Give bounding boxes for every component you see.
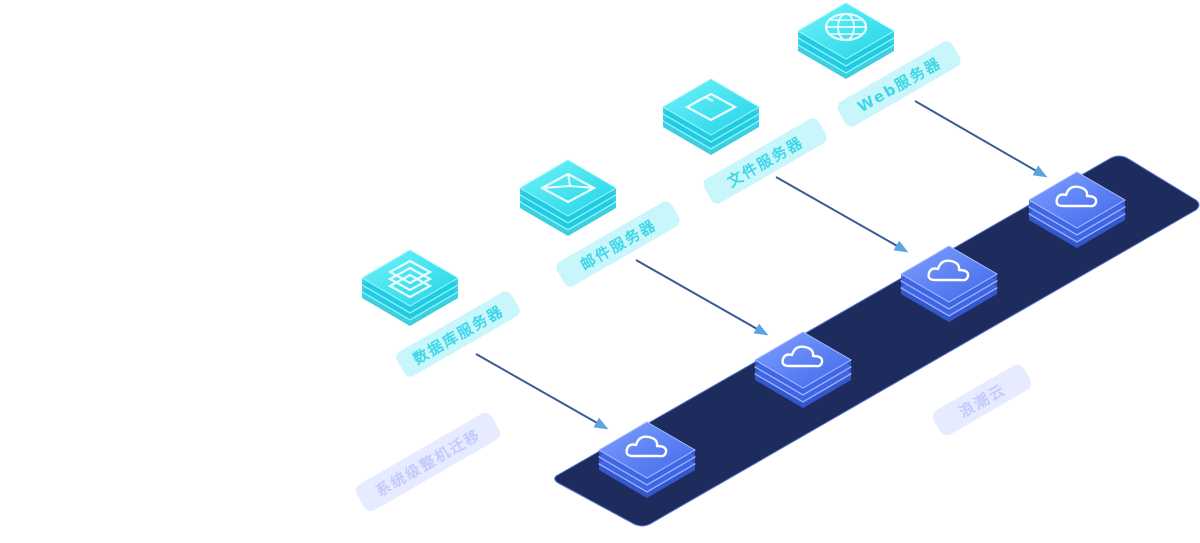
migration-arrows	[475, 100, 1048, 430]
globe-icon	[824, 12, 868, 42]
block-layer-side	[901, 288, 997, 322]
server-block	[519, 159, 617, 236]
block-layer-side	[520, 195, 616, 229]
block-layer-side	[599, 450, 695, 484]
file-icon	[684, 92, 738, 122]
cloud-platform	[554, 155, 1200, 527]
left-caption: 系统级整机迁移	[355, 412, 501, 512]
left-caption-text: 系统级整机迁移	[372, 425, 484, 500]
block-layer-side	[599, 464, 695, 498]
cloud-icon	[625, 435, 668, 458]
server-blocks	[361, 2, 895, 326]
block-layer-top	[662, 78, 760, 136]
block-layer-side	[362, 285, 458, 319]
server-block	[662, 78, 760, 155]
arrow-file	[775, 176, 909, 253]
block-layer-side	[798, 38, 894, 72]
block-layer-side	[755, 367, 851, 401]
block-layer-side	[798, 45, 894, 79]
block-layer-side	[599, 457, 695, 491]
block-layer-top	[754, 331, 852, 389]
block-layer-top	[1028, 171, 1126, 229]
right-caption: 浪潮云	[932, 364, 1032, 436]
block-layer-side	[1029, 207, 1125, 241]
block-layer-side	[520, 188, 616, 222]
block-layer-side	[901, 281, 997, 315]
left-caption-bg	[355, 412, 501, 512]
block-layer-top	[598, 421, 696, 479]
cloud-block	[1028, 171, 1126, 248]
block-layer-side	[901, 274, 997, 308]
cloud-block	[900, 245, 998, 322]
block-layer-top	[519, 159, 617, 217]
block-layer-side	[1029, 200, 1125, 234]
cloud-icon	[1055, 185, 1098, 208]
block-layer-top	[900, 245, 998, 303]
arrow-database	[475, 353, 609, 430]
block-layer-side	[1029, 214, 1125, 248]
arrow-web	[914, 100, 1048, 178]
mail-icon	[539, 172, 597, 204]
server-label-bg	[396, 291, 520, 377]
database-icon	[387, 259, 433, 299]
block-layer-side	[663, 107, 759, 141]
server-label-bg	[837, 41, 961, 127]
block-layer-side	[798, 31, 894, 65]
block-layer-side	[362, 278, 458, 312]
block-layer-side	[362, 292, 458, 326]
block-layer-top	[361, 249, 459, 307]
cloud-icon	[781, 345, 824, 368]
server-label-bg	[556, 201, 680, 287]
block-layer-side	[663, 121, 759, 155]
server-label-bg	[703, 118, 827, 204]
right-caption-bg	[932, 364, 1032, 436]
block-layer-side	[755, 374, 851, 408]
server-block	[361, 249, 459, 326]
platform-surface	[554, 155, 1200, 527]
server-block	[797, 2, 895, 79]
block-layer-side	[520, 202, 616, 236]
block-layer-side	[663, 114, 759, 148]
cloud-icon	[927, 259, 970, 282]
cloud-blocks	[598, 171, 1126, 498]
cloud-block	[754, 331, 852, 408]
cloud-block	[598, 421, 696, 498]
block-layer-side	[755, 360, 851, 394]
block-layer-top	[797, 2, 895, 60]
arrow-mail	[635, 259, 769, 336]
